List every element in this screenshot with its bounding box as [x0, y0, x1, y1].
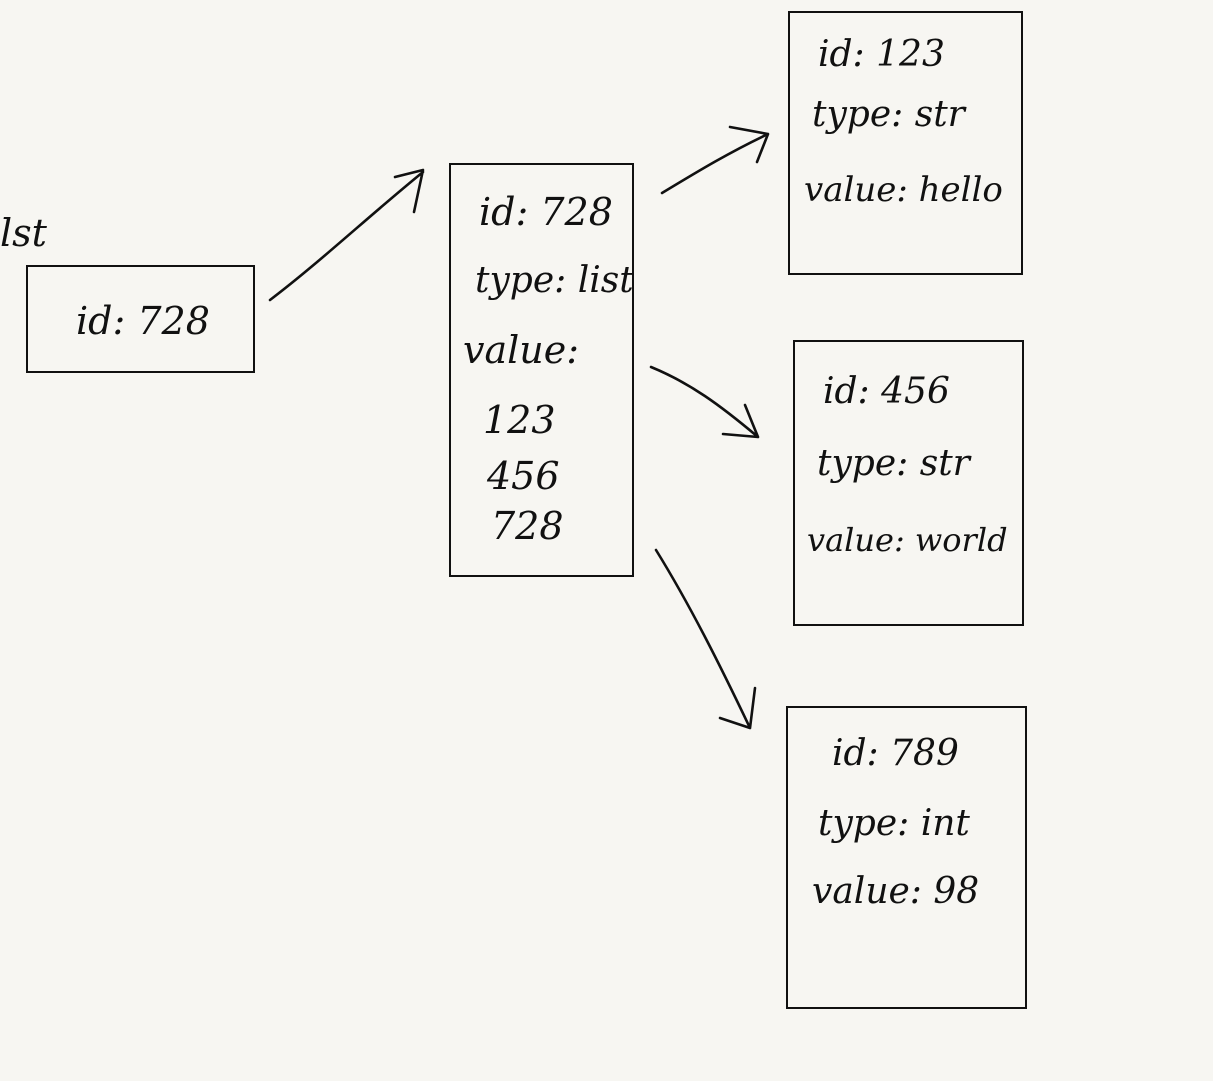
object-box: id: 456 type: str value: world — [793, 340, 1024, 626]
object-id: id: 123 — [818, 34, 945, 75]
object-type: type: str — [812, 94, 965, 135]
variable-name: lst — [0, 211, 47, 255]
list-object-id: id: 728 — [479, 190, 613, 234]
object-id: id: 789 — [832, 733, 959, 774]
arrow-variable-to-list — [268, 168, 425, 302]
object-box: id: 789 type: int value: 98 — [786, 706, 1027, 1009]
object-type: type: str — [817, 443, 970, 484]
arrow-list-to-obj-789 — [654, 548, 757, 730]
variable-box: id: 728 — [26, 265, 255, 373]
list-object-box: id: 728 type: list value: 123 456 728 — [449, 163, 634, 577]
object-type: type: int — [818, 803, 970, 844]
object-value: value: hello — [804, 170, 1003, 210]
arrow-list-to-obj-123 — [660, 125, 770, 195]
list-object-value-label: value: — [463, 328, 580, 372]
list-item: 728 — [491, 504, 564, 548]
variable-id: id: 728 — [76, 299, 210, 343]
object-value: value: world — [807, 521, 1008, 559]
list-item: 123 — [483, 398, 556, 442]
list-item: 456 — [487, 454, 560, 498]
list-object-type: type: list — [475, 260, 634, 301]
arrow-list-to-obj-456 — [649, 365, 760, 439]
object-id: id: 456 — [823, 371, 950, 412]
object-value: value: 98 — [812, 871, 980, 912]
object-box: id: 123 type: str value: hello — [788, 11, 1023, 275]
